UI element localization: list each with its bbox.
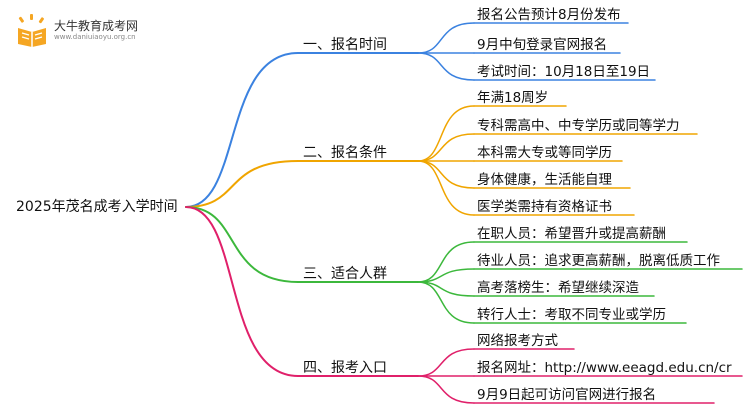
leaf-item: 高考落榜生：希望继续深造 [477, 280, 639, 296]
leaf-item: 转行人士：考取不同专业或学历 [477, 307, 666, 323]
root-to-branch-link [185, 52, 299, 208]
branch-to-leaf-link [417, 375, 475, 404]
root-to-branch-link [185, 206, 299, 283]
branch-to-leaf-link [417, 241, 475, 283]
leaf-item: 身体健康，生活能自理 [477, 172, 612, 188]
leaf-item: 考试时间：10月18日至19日 [477, 64, 651, 80]
branch-to-leaf-link [417, 52, 475, 81]
branch-to-leaf-link [417, 22, 475, 54]
branch-to-leaf-link [417, 160, 475, 189]
root-to-branch-link [185, 206, 299, 377]
branch-to-leaf-link [417, 105, 475, 162]
branch-to-leaf-link [417, 268, 475, 283]
branch-application-portal: 四、报考入口 [303, 360, 387, 376]
leaf-item: 待业人员：追求更高薪酬，脱离低质工作 [477, 253, 720, 269]
book-logo-icon [18, 14, 46, 47]
leaf-item: 年满18周岁 [477, 90, 549, 106]
leaf-item: 在职人员：希望晋升或提高薪酬 [477, 226, 666, 242]
leaf-item: 9月9日起可访问官网进行报名 [477, 387, 657, 403]
leaf-item: 网络报考方式 [477, 333, 558, 349]
branch-requirements: 二、报名条件 [303, 145, 387, 161]
branch-target-audience: 三、适合人群 [303, 266, 387, 282]
leaf-item: 9月中旬登录官网报名 [477, 37, 608, 53]
branch-to-leaf-link [417, 160, 475, 216]
branch-to-leaf-link [417, 348, 475, 377]
branch-to-leaf-link [417, 133, 475, 162]
branch-registration-time: 一、报名时间 [303, 37, 387, 53]
logo-title: 大牛教育成考网 [54, 19, 139, 33]
branch-to-leaf-link [417, 281, 475, 324]
leaf-item: 医学类需持有资格证书 [477, 199, 612, 215]
root-to-branch-link [185, 160, 299, 208]
logo-url: www.daniuiaoyu.org.cn [54, 33, 136, 41]
root-topic: 2025年茂名成考入学时间 [16, 199, 178, 215]
leaf-item: 本科需大专或等同学历 [477, 145, 612, 161]
leaf-item: 报名网址：http://www.eeagd.edu.cn/cr [477, 360, 732, 376]
leaf-item: 专科需高中、中专学历或同等学力 [477, 118, 680, 134]
leaf-item: 报名公告预计8月份发布 [477, 7, 621, 23]
